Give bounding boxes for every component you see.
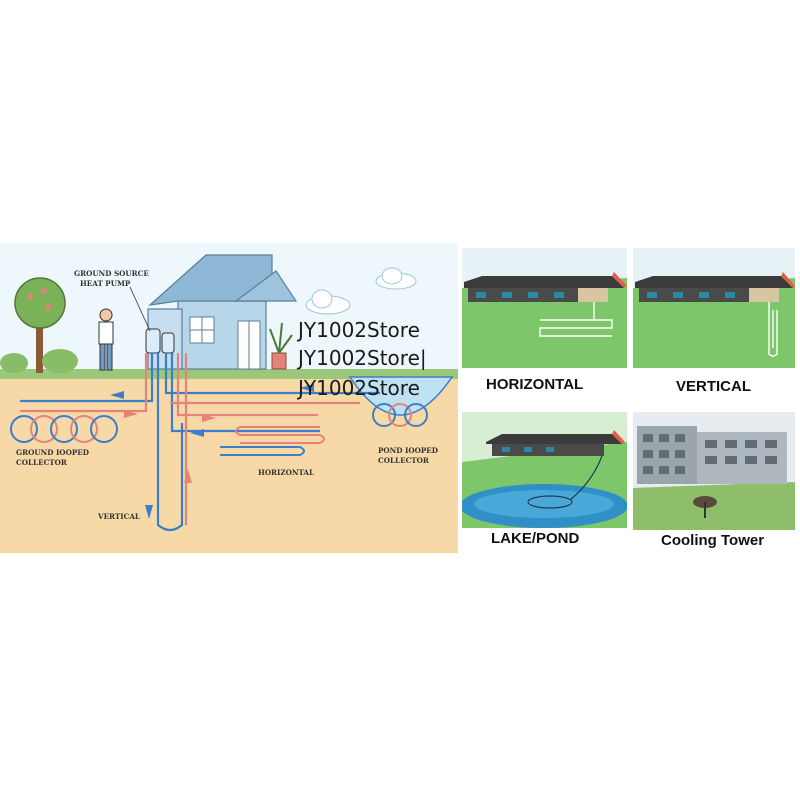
tree-icon xyxy=(14,277,66,373)
pond-coil xyxy=(372,403,428,427)
geothermal-diagram: GROUND SOURCE HEAT PUMP GROUND IOOPED CO… xyxy=(0,243,458,553)
horizontal-label: HORIZONTAL xyxy=(486,376,584,393)
ground-collector-label: GROUND IOOPED xyxy=(16,448,89,457)
house-icon xyxy=(147,254,298,370)
horizontal-panel-image xyxy=(462,248,627,368)
ground-coil xyxy=(10,415,118,443)
heat-pump-icon xyxy=(145,328,175,354)
flow-arrow xyxy=(110,384,314,519)
person-icon xyxy=(98,308,114,371)
watermark-text: JY1002Store| xyxy=(298,346,427,370)
lake-pond-label: LAKE/POND xyxy=(491,530,580,547)
cloud-icon xyxy=(375,267,417,290)
cloud-icon xyxy=(305,289,351,315)
cooling-tower-label: Cooling Tower xyxy=(661,532,765,549)
vertical-panel-image xyxy=(633,248,795,368)
vertical-label: VERTICAL xyxy=(97,512,140,521)
horizontal-label: HORIZONTAL xyxy=(258,468,314,477)
flow-arrow xyxy=(124,410,216,483)
watermark-text: JY1002Store xyxy=(298,376,420,400)
watermark-text: JY1002Store xyxy=(298,318,420,342)
heat-pump-label: GROUND SOURCE xyxy=(74,269,149,278)
vertical-label: VERTICAL xyxy=(676,378,751,395)
lake-pond-panel-image xyxy=(462,412,627,528)
heat-pump-label: HEAT PUMP xyxy=(80,279,131,288)
cooling-tower-panel-image xyxy=(633,412,795,530)
pond-collector-label: COLLECTOR xyxy=(378,456,430,465)
pond-collector-label: POND IOOPED xyxy=(378,446,438,455)
ground-collector-label: COLLECTOR xyxy=(16,458,68,467)
